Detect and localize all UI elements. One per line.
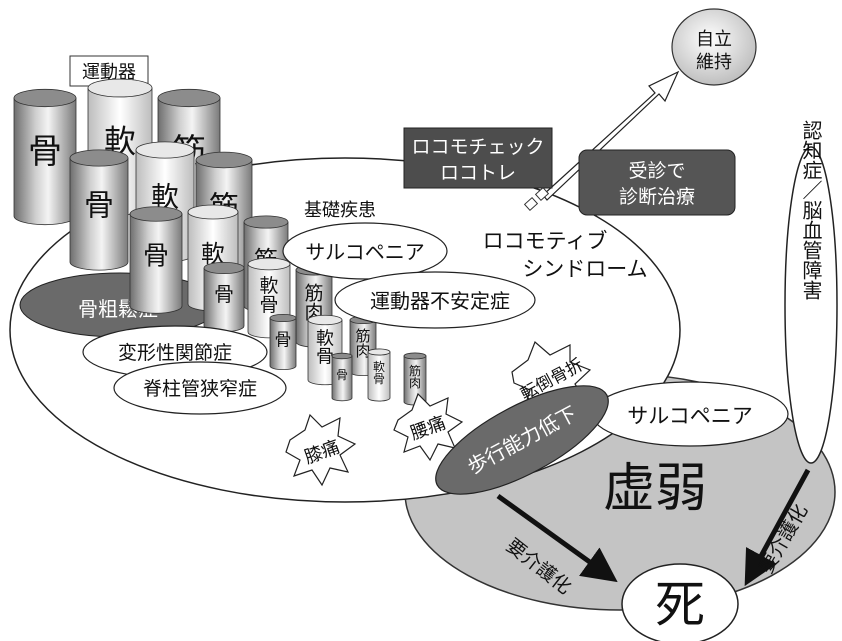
back-pain-starburst: 腰痛 — [393, 392, 464, 462]
independence-circle — [671, 8, 757, 86]
independence-line1: 自立 — [696, 29, 732, 50]
dementia-region — [784, 146, 838, 464]
care-arrow-left — [496, 493, 618, 583]
cylinder-label: 骨 — [214, 282, 234, 306]
knee-pain-starburst: 膝痛 — [285, 413, 357, 487]
motor-instability-ellipse — [334, 271, 536, 329]
cylinder-label: 骨 — [84, 188, 114, 223]
walking-decline-ellipse — [435, 385, 609, 495]
underlying-disease-label: 基礎疾患 — [304, 200, 376, 221]
title-label: 運動器 — [82, 62, 136, 83]
lococheck-line1: ロコモチェック — [411, 136, 544, 158]
independence-arrow — [542, 70, 680, 201]
motor-instability-label: 運動器不安定症 — [370, 289, 510, 313]
dementia-bottom: 脳血管障害 — [799, 200, 823, 300]
cylinder-label: 軟骨 — [316, 328, 334, 367]
spinal-stenosis-label: 脊柱管狭窄症 — [143, 378, 257, 400]
cylinder-bone: 骨 — [129, 206, 183, 314]
cylinder-label: 筋肉 — [355, 327, 370, 360]
cylinder-bone: 骨 — [13, 88, 77, 226]
cylinder-label: 軟骨 — [373, 359, 385, 386]
cylinder-group: 骨軟筋骨軟筋骨軟筋骨軟骨筋肉骨軟骨筋肉骨軟骨筋肉 — [13, 78, 427, 406]
arrow-dash-1 — [523, 196, 539, 212]
cylinder-bone: 骨 — [203, 261, 245, 332]
cylinder-bone: 骨 — [269, 313, 297, 371]
cylinder-label: 骨 — [275, 331, 292, 351]
cylinder-cartilage_full: 軟骨 — [367, 348, 391, 402]
lococheck-box — [403, 127, 553, 189]
locomotive-label-line2: シンドローム — [522, 257, 647, 281]
osteoarthritis-label: 変形性関節症 — [118, 342, 232, 364]
frailty-sarcopenia-label: サルコペニア — [627, 404, 753, 428]
cylinder-label: 骨 — [143, 242, 169, 272]
death-label: 死 — [655, 576, 705, 634]
consult-line1: 受診で — [628, 160, 685, 182]
cylinder-label: 骨 — [28, 132, 62, 172]
consult-box — [578, 149, 736, 216]
locomotive-label-line1: ロコモティブ — [483, 229, 608, 253]
sarcopenia-label: サルコペニア — [305, 240, 425, 264]
cylinder-label: 軟骨 — [259, 275, 278, 316]
cylinder-label: 筋肉 — [409, 363, 421, 390]
independence-line2: 維持 — [696, 52, 732, 73]
cylinder-bone: 骨 — [69, 149, 129, 271]
arrow-dash-2 — [534, 186, 550, 202]
death-circle — [621, 563, 739, 641]
frailty-label: 虚弱 — [603, 459, 707, 519]
sarcopenia-ellipse — [282, 222, 448, 280]
spinal-stenosis-ellipse — [113, 361, 287, 415]
dementia-top: 認知症 — [799, 120, 823, 180]
dementia-text: 認知症／脳血管障害 — [799, 120, 823, 300]
cylinder-label: 骨 — [336, 368, 348, 382]
care-arrow-right — [744, 468, 811, 587]
consult-line2: 診断治療 — [619, 186, 695, 208]
cylinder-muscle_full: 筋肉 — [403, 352, 427, 406]
dementia-sep: ／ — [799, 180, 823, 200]
cylinder-bone: 骨 — [331, 352, 353, 402]
lococheck-line2: ロコトレ — [440, 162, 516, 184]
